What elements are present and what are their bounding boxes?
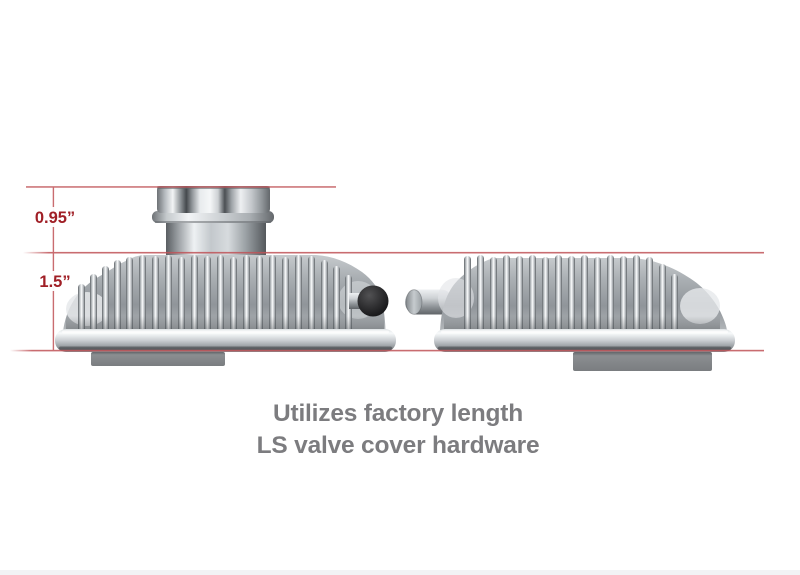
cooling-fin	[464, 256, 471, 333]
cooling-fin	[217, 255, 224, 333]
caption-line-2: LS valve cover hardware	[257, 432, 540, 459]
dimension-line-top	[26, 186, 336, 188]
cooling-fin	[178, 257, 185, 333]
cooling-fin	[568, 256, 575, 333]
right-cover-fins	[464, 255, 678, 333]
fin-base-shadow	[66, 316, 384, 332]
cooling-fin	[191, 255, 198, 333]
cooling-fin	[126, 257, 133, 333]
right-cover-rail-pad	[573, 352, 712, 371]
line-fade-left-middle	[23, 250, 49, 255]
cooling-fin	[607, 255, 614, 333]
dim-label-cover-height: 1.5”	[39, 273, 70, 291]
filler-neck-lip	[152, 211, 274, 223]
cooling-fin	[581, 255, 588, 333]
cooling-fin	[243, 255, 250, 333]
flange-top-highlight	[441, 330, 728, 334]
cooling-fin	[477, 255, 484, 333]
cooling-fin	[503, 255, 510, 333]
cooling-fin	[139, 255, 146, 333]
cooling-fin	[256, 256, 263, 333]
dimension-annotations	[10, 186, 764, 353]
cooling-fin	[114, 260, 121, 333]
right-cover-flange	[434, 329, 735, 352]
cooling-fin	[165, 255, 172, 333]
cooling-fin	[555, 255, 562, 333]
dimension-line-middle	[23, 251, 764, 254]
label-backdrop	[33, 207, 77, 227]
left-cover-flange	[55, 329, 396, 352]
label-backdrop	[37, 271, 73, 291]
fin-base-shadow	[444, 316, 720, 332]
cooling-fin	[659, 264, 666, 333]
left-valve-cover	[55, 186, 396, 366]
cooling-fin	[321, 260, 328, 333]
oil-filler-neck	[152, 186, 274, 260]
cooling-fin	[230, 257, 237, 333]
dim-label-neck-height: 0.95”	[35, 209, 75, 227]
line-fade-left-bottom	[10, 348, 32, 353]
cooling-fin	[646, 257, 653, 333]
caption-line-1: Utilizes factory length	[273, 400, 523, 427]
left-cover-rail-pad	[91, 352, 225, 366]
oil-cap	[157, 186, 270, 213]
cooling-fin	[490, 257, 497, 333]
cooling-fin	[152, 256, 159, 333]
cooling-fin	[308, 256, 315, 333]
cooling-fin	[269, 255, 276, 333]
image-bottom-edge	[0, 570, 800, 575]
flange-bottom-edge	[59, 346, 392, 350]
dimension-line-vertical	[52, 187, 55, 350]
dimension-labels: 0.95” 1.5”	[33, 207, 77, 291]
caption: Utilizes factory length LS valve cover h…	[257, 400, 540, 459]
left-cover-fins	[78, 255, 352, 333]
cooling-fin	[594, 257, 601, 333]
right-valve-cover	[405, 255, 735, 371]
breather-grommet	[357, 285, 389, 317]
cooling-fin	[295, 255, 302, 333]
cooling-fin	[282, 257, 289, 333]
pcv-tube-tip	[405, 289, 423, 315]
cooling-fin	[620, 256, 627, 333]
cooling-fin	[204, 256, 211, 333]
flange-top-highlight	[62, 330, 389, 334]
cooling-fin	[633, 255, 640, 333]
cooling-fin	[529, 255, 536, 333]
cooling-fin	[516, 256, 523, 333]
filler-neck-lip-shadow	[155, 221, 271, 223]
right-end-dome-highlight	[680, 288, 720, 324]
dimension-line-bottom	[10, 349, 764, 352]
cooling-fin	[542, 257, 549, 333]
flange-bottom-edge	[438, 346, 731, 350]
